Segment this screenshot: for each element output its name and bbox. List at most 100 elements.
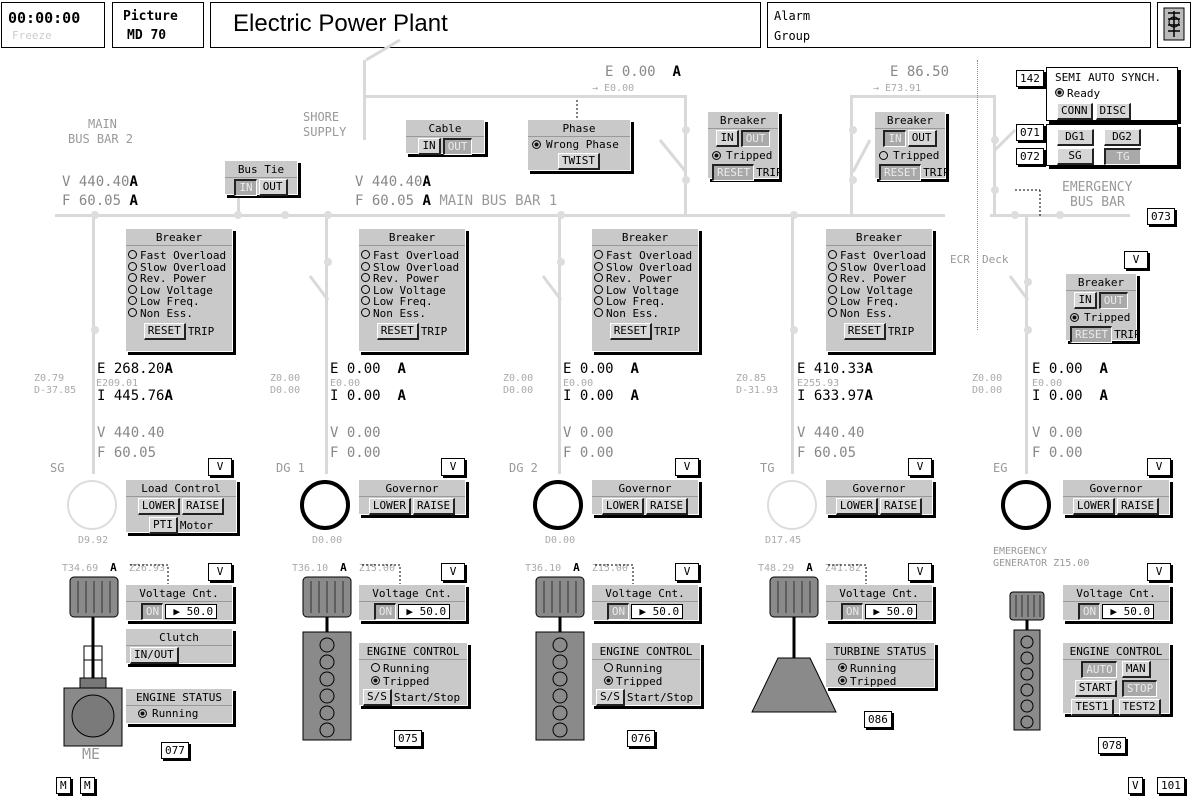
footer-v-button[interactable]: V — [1128, 777, 1143, 794]
tg-reset-button[interactable]: RESET — [843, 323, 886, 340]
synch-ready-label: Ready — [1067, 87, 1101, 100]
non-ess-icon — [128, 307, 137, 317]
eg-breaker-out-button[interactable]: OUT — [1098, 292, 1128, 309]
non-ess-label: Non Ess. — [373, 306, 426, 320]
emergency-bus-label-a: EMERGENCY — [1062, 180, 1133, 195]
eg-start-button[interactable]: START — [1074, 680, 1117, 697]
footer-m-button-1[interactable]: M — [56, 777, 71, 794]
dg1-v-button-2[interactable]: V — [441, 563, 465, 581]
synch-page-number[interactable]: 142 — [1016, 70, 1044, 87]
synch-select-panel: DG1 DG2 SG TG — [1046, 124, 1178, 166]
dg1-start-stop-button[interactable]: S/S — [363, 689, 392, 706]
eg-raise-button[interactable]: RAISE — [1117, 498, 1160, 515]
dg2-reset-button[interactable]: RESET — [609, 323, 652, 340]
dg1-temperature: T36.10 A Z15.00 — [292, 561, 395, 574]
sg-motor-label: Motor — [179, 519, 213, 532]
eg-breaker-trip-label: TRIP — [1114, 328, 1141, 341]
emergency-feed-out-button[interactable]: OUT — [907, 130, 937, 147]
bus-tie-out-button[interactable]: OUT — [258, 179, 288, 196]
eg-page-number[interactable]: 078 — [1098, 737, 1126, 754]
dg2-page-number[interactable]: 076 — [627, 730, 655, 747]
dg2-v-button-2[interactable]: V — [675, 563, 699, 581]
dg2-lower-button[interactable]: LOWER — [601, 498, 644, 515]
dg2-v-button[interactable]: V — [675, 458, 699, 476]
shore-feed-line — [363, 95, 685, 98]
sg-pti-button[interactable]: PTI — [149, 517, 178, 534]
tg-voltage-cnt-panel: Voltage Cnt. ON▶ 50.0 — [825, 584, 933, 621]
tg-raise-button[interactable]: RAISE — [880, 498, 923, 515]
sg-v-button[interactable]: V — [208, 458, 232, 476]
footer-m-button-2[interactable]: M — [80, 777, 95, 794]
synch-tg-button[interactable]: TG — [1104, 148, 1141, 165]
eg-v-button-2[interactable]: V — [1147, 563, 1171, 581]
synch-dg1-button[interactable]: DG1 — [1057, 129, 1094, 146]
emergency-feed-in-button[interactable]: IN — [883, 130, 906, 147]
sg-page-number[interactable]: 077 — [161, 742, 189, 759]
dg1-voltage-on-button[interactable]: ON — [373, 603, 397, 620]
eg-generator-label-a: EMERGENCY — [993, 546, 1048, 557]
dg1-voltage-setpoint[interactable]: ▶ 50.0 — [398, 604, 451, 619]
eg-voltage-on-button[interactable]: ON — [1077, 603, 1101, 620]
eg-test1-button[interactable]: TEST1 — [1071, 699, 1114, 716]
dg1-raise-button[interactable]: RAISE — [413, 498, 456, 515]
dg1-page-number[interactable]: 075 — [394, 730, 422, 747]
emergency-feed-reset-button[interactable]: RESET — [879, 164, 922, 181]
synch-disc-button[interactable]: DISC — [1095, 103, 1131, 120]
tg-v-button[interactable]: V — [908, 458, 932, 476]
synch-page-number-3[interactable]: 072 — [1016, 148, 1044, 165]
sg-lower-button[interactable]: LOWER — [137, 498, 180, 515]
eg-auto-button[interactable]: AUTO — [1081, 661, 1117, 678]
eg-man-button[interactable]: MAN — [1121, 661, 1151, 678]
dg2-raise-button[interactable]: RAISE — [646, 498, 689, 515]
dg1-lower-button[interactable]: LOWER — [368, 498, 411, 515]
bus-tie-in-button[interactable]: IN — [234, 179, 257, 196]
tg-page-number[interactable]: 086 — [864, 711, 892, 728]
clutch-in-out-button[interactable]: IN/OUT — [130, 647, 179, 664]
turbine-icon — [751, 576, 837, 713]
tg-voltage-setpoint[interactable]: ▶ 50.0 — [865, 604, 918, 619]
synch-page-number-2[interactable]: 071 — [1016, 124, 1044, 141]
tg-voltage-on-button[interactable]: ON — [840, 603, 864, 620]
sg-voltage-on-button[interactable]: ON — [140, 603, 164, 620]
eg-v-button[interactable]: V — [1147, 458, 1171, 476]
alarm-group-box[interactable]: Alarm Group — [767, 2, 1151, 48]
emergency-bus-page-number[interactable]: 073 — [1147, 208, 1175, 225]
dg1-v-button[interactable]: V — [441, 458, 465, 476]
dg2-voltage-on-button[interactable]: ON — [606, 603, 630, 620]
slow-overload-label: Slow Overload — [840, 260, 927, 274]
sg-voltage-setpoint[interactable]: ▶ 50.0 — [165, 604, 218, 619]
dg2-start-stop-button[interactable]: S/S — [596, 689, 625, 706]
dg2-voltage-setpoint[interactable]: ▶ 50.0 — [631, 604, 684, 619]
eg-frequency: F 0.00 — [1032, 445, 1083, 461]
twist-button[interactable]: TWIST — [557, 153, 601, 170]
eg-breaker-reset-button[interactable]: RESET — [1070, 326, 1113, 343]
tg-v-button-2[interactable]: V — [908, 563, 932, 581]
eg-voltage-setpoint[interactable]: ▶ 50.0 — [1102, 604, 1155, 619]
eg-breaker-v-button[interactable]: V — [1124, 251, 1148, 269]
sg-v-button-2[interactable]: V — [208, 563, 232, 581]
cable-title: Cable — [406, 120, 484, 137]
eg-stop-button[interactable]: STOP — [1121, 680, 1158, 697]
footer-page-number[interactable]: 101 — [1157, 777, 1185, 794]
eg-test2-button[interactable]: TEST2 — [1118, 699, 1161, 716]
phase-panel: Phase Wrong Phase TWIST — [527, 119, 631, 171]
shore-breaker-in-button[interactable]: IN — [716, 130, 739, 147]
sg-reset-button[interactable]: RESET — [143, 323, 186, 340]
cable-in-button[interactable]: IN — [418, 138, 441, 155]
cable-out-button[interactable]: OUT — [442, 138, 472, 155]
turbine-status-panel: TURBINE STATUS Running Tripped — [825, 642, 935, 688]
sg-raise-button[interactable]: RAISE — [182, 498, 225, 515]
synch-sg-button[interactable]: SG — [1057, 148, 1094, 165]
dg1-reset-button[interactable]: RESET — [376, 323, 419, 340]
synch-title: SEMI AUTO SYNCH. — [1055, 71, 1161, 84]
eg-lower-button[interactable]: LOWER — [1072, 498, 1115, 515]
eg-breaker-in-button[interactable]: IN — [1074, 292, 1097, 309]
freeze-label[interactable]: Freeze — [12, 29, 52, 42]
dg1-name: DG 1 — [276, 461, 305, 475]
synch-dg2-button[interactable]: DG2 — [1104, 129, 1141, 146]
tg-lower-button[interactable]: LOWER — [835, 498, 878, 515]
synch-conn-button[interactable]: CONN — [1057, 103, 1093, 120]
shore-breaker-reset-button[interactable]: RESET — [712, 164, 755, 181]
shore-breaker-out-button[interactable]: OUT — [740, 130, 770, 147]
